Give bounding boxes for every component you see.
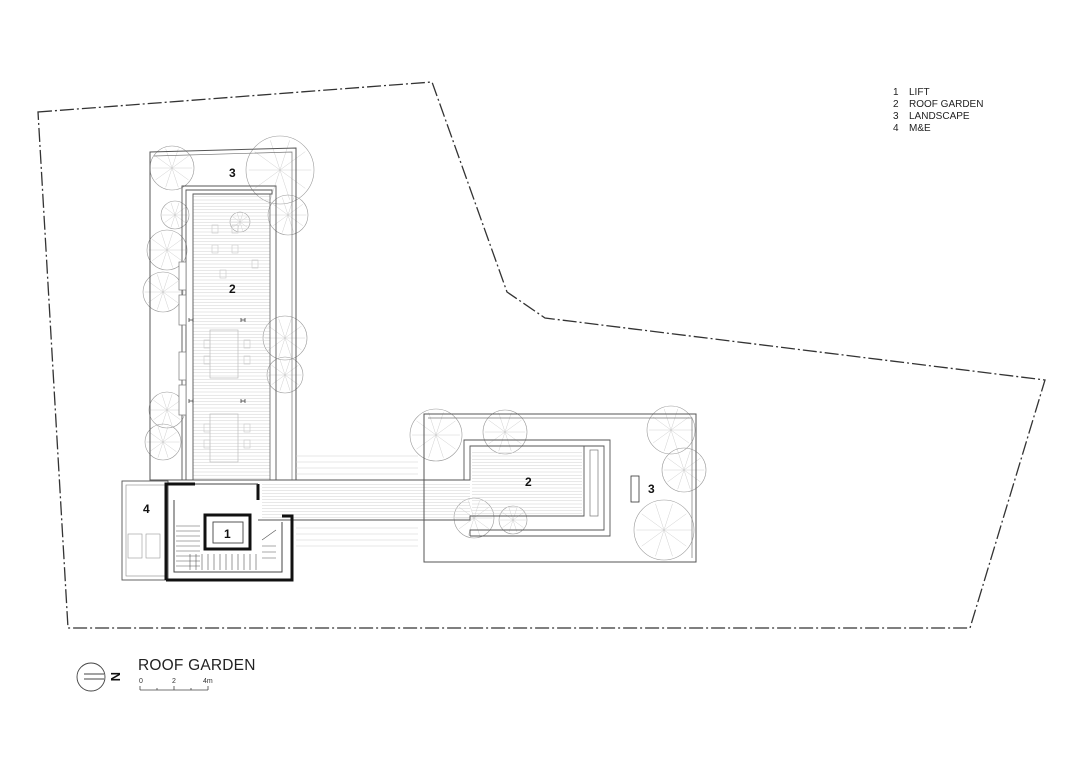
tree-canopy xyxy=(267,194,309,236)
south-east-wing-inner xyxy=(428,417,693,558)
tree-canopy xyxy=(633,499,695,561)
garden-a-deck xyxy=(193,194,270,480)
tree-canopy xyxy=(144,423,182,461)
legend-number: 1 xyxy=(893,87,899,98)
south-east-wing-outline xyxy=(423,413,697,563)
tree-canopy xyxy=(646,405,696,455)
chair xyxy=(203,339,211,349)
tree-canopy xyxy=(266,356,304,394)
chair xyxy=(243,423,251,433)
legend-label: ROOF GARDEN xyxy=(909,99,984,110)
chairs xyxy=(203,224,259,449)
zone-label-garden-a: 2 xyxy=(229,282,236,296)
me-room-outline xyxy=(121,480,169,581)
tree-canopy xyxy=(661,447,707,493)
chair xyxy=(231,224,239,234)
chair xyxy=(203,439,211,449)
legend-item: 3 LANDSCAPE xyxy=(893,111,983,123)
lower-walkway xyxy=(296,455,418,547)
stair-landing xyxy=(261,529,277,559)
me-unit xyxy=(145,533,161,559)
scale-label-0: 0 xyxy=(139,678,143,685)
core: 4 1 xyxy=(121,480,294,582)
scale-label-2: 2 xyxy=(172,678,176,685)
drawing-title: ROOF GARDEN xyxy=(138,657,256,674)
chair xyxy=(211,224,219,234)
tree-canopy xyxy=(482,409,528,455)
tree-canopy xyxy=(146,229,188,271)
scale-bar xyxy=(139,686,209,691)
legend-label: LANDSCAPE xyxy=(909,111,970,122)
north-wing: 3 2 xyxy=(149,147,297,481)
zone-label-lift: 1 xyxy=(224,527,231,541)
legend-item: 2 ROOF GARDEN xyxy=(893,99,983,111)
skylight xyxy=(630,475,640,503)
bench xyxy=(178,294,187,326)
me-room-inner xyxy=(125,484,167,577)
core-wall xyxy=(173,483,283,573)
dining-table xyxy=(209,413,239,463)
north-label: N xyxy=(108,672,123,681)
legend-number: 3 xyxy=(893,111,899,122)
lift-shaft-inner xyxy=(212,521,244,544)
chair xyxy=(219,269,227,279)
scale-label-4m: 4m xyxy=(203,678,213,685)
dining-table xyxy=(209,329,239,379)
north-circle xyxy=(76,662,106,692)
north-symbol: N xyxy=(76,662,123,692)
bench xyxy=(178,351,187,381)
south-east-wing: 2 3 xyxy=(423,413,697,563)
tree-canopy xyxy=(148,391,186,429)
zone-label-landscape-a: 3 xyxy=(229,166,236,180)
legend-number: 4 xyxy=(893,123,899,134)
garden-b-deck xyxy=(472,450,582,514)
garden-b-planter xyxy=(463,439,611,537)
tree-canopy xyxy=(160,200,190,230)
legend-label: LIFT xyxy=(909,87,930,98)
garden-a-planter-edge xyxy=(181,185,277,480)
planter-box xyxy=(589,449,599,517)
bridge-deck xyxy=(262,482,470,518)
legend: 1 LIFT 2 ROOF GARDEN 3 LANDSCAPE 4 M&E xyxy=(893,87,983,135)
zone-label-landscape-b: 3 xyxy=(648,482,655,496)
bench xyxy=(178,261,187,291)
core-heavy-wall xyxy=(164,482,294,582)
tree-canopy xyxy=(142,271,184,313)
north-wing-inner-outline xyxy=(153,151,293,480)
bench xyxy=(178,384,187,416)
chair xyxy=(203,355,211,365)
site-boundary xyxy=(37,81,1046,629)
me-unit xyxy=(127,533,143,559)
light-fixtures xyxy=(188,318,246,403)
legend-label: M&E xyxy=(909,123,931,134)
legend-number: 2 xyxy=(893,99,899,110)
zone-label-garden-b: 2 xyxy=(525,475,532,489)
chair xyxy=(243,339,251,349)
bridge xyxy=(258,445,588,521)
legend-item: 4 M&E xyxy=(893,123,983,135)
zone-label-me: 4 xyxy=(143,502,150,516)
chair xyxy=(243,355,251,365)
legend-item: 1 LIFT xyxy=(893,87,983,99)
tree-canopy xyxy=(149,145,195,191)
bridge-outline xyxy=(258,445,588,521)
chair xyxy=(251,259,259,269)
tree-canopy xyxy=(409,408,463,462)
chair xyxy=(243,439,251,449)
chair xyxy=(211,244,219,254)
stair xyxy=(176,525,257,570)
chair xyxy=(231,244,239,254)
chair xyxy=(203,423,211,433)
